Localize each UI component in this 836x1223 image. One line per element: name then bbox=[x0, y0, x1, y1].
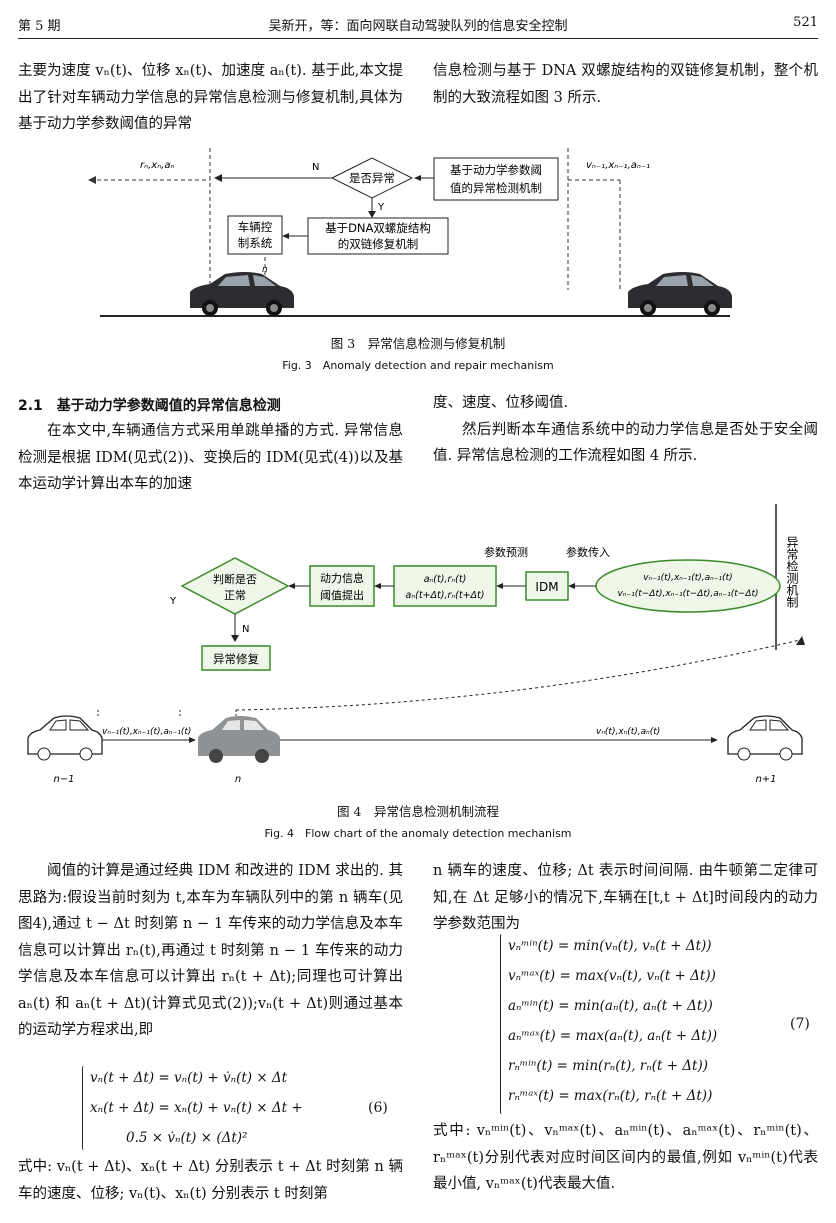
car-n-plus-1-label: n+1 bbox=[755, 774, 776, 785]
detect-box-line1: 基于动力学参数阈 bbox=[450, 163, 542, 177]
eq6-line1: vₙ(t + Δt) = vₙ(t) + v̇ₙ(t) × Δt bbox=[90, 1070, 288, 1086]
issue-number: 第 5 期 bbox=[18, 19, 61, 34]
param-predict-label: 参数预测 bbox=[484, 545, 528, 559]
threshold-line2: 阈值提出 bbox=[320, 588, 364, 602]
car-n-minus-1-label: n−1 bbox=[53, 774, 74, 785]
header-rule bbox=[18, 38, 818, 39]
msg-left-label: vₙ₋₁(t),xₙ₋₁(t),aₙ₋₁(t) bbox=[102, 727, 191, 737]
msg-right-label: vₙ(t),xₙ(t),aₙ(t) bbox=[596, 727, 660, 737]
bottom-left-paragraph: 阈值的计算是通过经典 IDM 和改进的 IDM 求出的. 其思路为:假设当前时刻… bbox=[18, 863, 403, 1038]
car-icon-n bbox=[198, 716, 280, 763]
anomaly-repair-box bbox=[201, 645, 271, 671]
eq7-line5: rₙᵐⁱⁿ(t) = min(rₙ(t), rₙ(t + Δt)) bbox=[508, 1058, 709, 1074]
side-label-text: 异常检测机制 bbox=[785, 536, 799, 608]
figure-3-diagram: rₙ,xₙ,aₙ vₙ₋₁,xₙ₋₁,aₙ₋₁ 基于动力学参数阈 值的异常检测机… bbox=[88, 148, 732, 317]
fig4-caption-cn: 图 4 异常信息检测机制流程 bbox=[337, 804, 499, 819]
eq7-line3: aₙᵐⁱⁿ(t) = min(aₙ(t), aₙ(t + Δt)) bbox=[508, 998, 713, 1014]
fig3-caption-en: Fig. 3 Anomaly detection and repair mech… bbox=[282, 359, 554, 372]
anomaly-repair-label: 异常修复 bbox=[213, 652, 259, 666]
bottom-right-paragraph-2: 式中: vₙᵐⁱⁿ(t)、vₙᵐᵃˣ(t)、aₙᵐⁱⁿ(t)、aₙᵐᵃˣ(t)、… bbox=[433, 1123, 818, 1192]
eq6-line2: xₙ(t + Δt) = xₙ(t) + vₙ(t) × Δt + bbox=[90, 1100, 303, 1116]
eq6-brace bbox=[82, 1066, 84, 1150]
side-label: 异常检测机制 bbox=[785, 536, 799, 608]
section-2-1-right-text: 度、速度、位移阈值. 然后判断本车通信系统中的动力学信息是否处于安全阈值. 异常… bbox=[433, 390, 818, 470]
fig4-n-label: N bbox=[242, 624, 249, 635]
bottom-right-paragraph: n 辆车的速度、位移; Δt 表示时间间隔. 由牛顿第二定律可知,在 Δt 足够… bbox=[433, 863, 818, 932]
eq7-number: (7) bbox=[790, 1016, 810, 1032]
running-title: 吴新开，等：面向网联自动驾驶队列的信息安全控制 bbox=[268, 19, 568, 34]
bottom-left-paragraph-2: 式中: vₙ(t + Δt)、xₙ(t + Δt) 分别表示 t + Δt 时刻… bbox=[18, 1159, 403, 1202]
judge-line2: 正常 bbox=[224, 589, 246, 602]
section-2-1-right-paragraph: 然后判断本车通信系统中的动力学信息是否处于安全阈值. 异常信息检测的工作流程如图… bbox=[433, 421, 818, 465]
repair-box bbox=[307, 217, 449, 255]
fig4-caption-en: Fig. 4 Flow chart of the anomaly detecti… bbox=[264, 827, 572, 840]
fig3-car-label: n bbox=[262, 265, 268, 275]
fig3-n-label: N bbox=[312, 162, 319, 173]
detect-box-line2: 值的异常检测机制 bbox=[450, 181, 542, 195]
eq7-brace bbox=[500, 934, 502, 1114]
figure-4-diagram: 异常检测机制 参数预测 参数传入 vₙ₋₁(t),xₙ₋₁(t),aₙ₋₁(t)… bbox=[27, 504, 805, 785]
control-box-line1: 车辆控 bbox=[238, 220, 273, 234]
eq6-line3: 0.5 × v̇ₙ(t) × (Δt)² bbox=[126, 1130, 248, 1146]
car-n-label: n bbox=[235, 774, 241, 785]
threshold-box bbox=[309, 565, 375, 607]
section-2-1-left-paragraph: 在本文中,车辆通信方式采用单跳单播的方式. 异常信息检测是根据 IDM(见式(2… bbox=[18, 423, 403, 492]
eq6-number: (6) bbox=[368, 1100, 388, 1116]
control-box bbox=[227, 215, 283, 255]
eq7-line1: vₙᵐⁱⁿ(t) = min(vₙ(t), vₙ(t + Δt)) bbox=[508, 938, 712, 954]
ellipse-line1: vₙ₋₁(t),xₙ₋₁(t),aₙ₋₁(t) bbox=[643, 573, 732, 583]
param-in-label: 参数传入 bbox=[566, 545, 610, 559]
car-icon-n-minus-1 bbox=[27, 715, 103, 761]
car-icon-n-plus-1 bbox=[727, 715, 803, 761]
idm-label: IDM bbox=[535, 580, 558, 594]
judge-line1: 判断是否 bbox=[213, 572, 257, 586]
fig3-caption-cn: 图 3 异常信息检测与修复机制 bbox=[330, 336, 506, 351]
control-box-line2: 制系统 bbox=[238, 236, 273, 250]
section-2-1-title: 2.1 基于动力学参数阈值的异常信息检测 bbox=[18, 398, 281, 414]
prediction-line1: aₙ(t),rₙ(t) bbox=[424, 574, 467, 585]
judge-diamond bbox=[180, 557, 290, 615]
eq7-line6: rₙᵐᵃˣ(t) = max(rₙ(t), rₙ(t + Δt)) bbox=[508, 1088, 713, 1104]
threshold-line1: 动力信息 bbox=[320, 571, 364, 585]
eq7-line4: aₙᵐᵃˣ(t) = max(aₙ(t), aₙ(t + Δt)) bbox=[508, 1028, 718, 1044]
car-icon-left bbox=[190, 272, 294, 316]
fig3-y-label: Y bbox=[377, 202, 385, 213]
car-icon-right bbox=[628, 272, 732, 316]
page-number: 521 bbox=[793, 15, 818, 30]
decision-label: 是否异常 bbox=[349, 171, 395, 185]
ellipse-line2: vₙ₋₁(t−Δt),xₙ₋₁(t−Δt),aₙ₋₁(t−Δt) bbox=[617, 589, 758, 599]
repair-box-line1: 基于DNA双螺旋结构 bbox=[325, 221, 431, 235]
decision-diamond bbox=[330, 157, 414, 199]
repair-box-line2: 的双链修复机制 bbox=[338, 237, 419, 251]
section-2-1-right-line1: 度、速度、位移阈值. bbox=[433, 395, 569, 411]
detect-box bbox=[433, 157, 559, 201]
input-ellipse bbox=[595, 559, 781, 613]
fig3-input-label: vₙ₋₁,xₙ₋₁,aₙ₋₁ bbox=[586, 160, 650, 171]
prediction-line2: aₙ(t+Δt),rₙ(t+Δt) bbox=[406, 590, 485, 601]
fig4-y-label: Y bbox=[169, 596, 177, 607]
eq7-line2: vₙᵐᵃˣ(t) = max(vₙ(t), vₙ(t + Δt)) bbox=[508, 968, 716, 984]
top-right-paragraph: 信息检测与基于 DNA 双螺旋结构的双链修复机制，整个机制的大致流程如图 3 所… bbox=[433, 63, 818, 106]
prediction-box bbox=[393, 565, 497, 607]
top-left-paragraph: 主要为速度 vₙ(t)、位移 xₙ(t)、加速度 aₙ(t). 基于此,本文提出… bbox=[18, 63, 403, 132]
fig3-output-label: rₙ,xₙ,aₙ bbox=[140, 160, 174, 171]
